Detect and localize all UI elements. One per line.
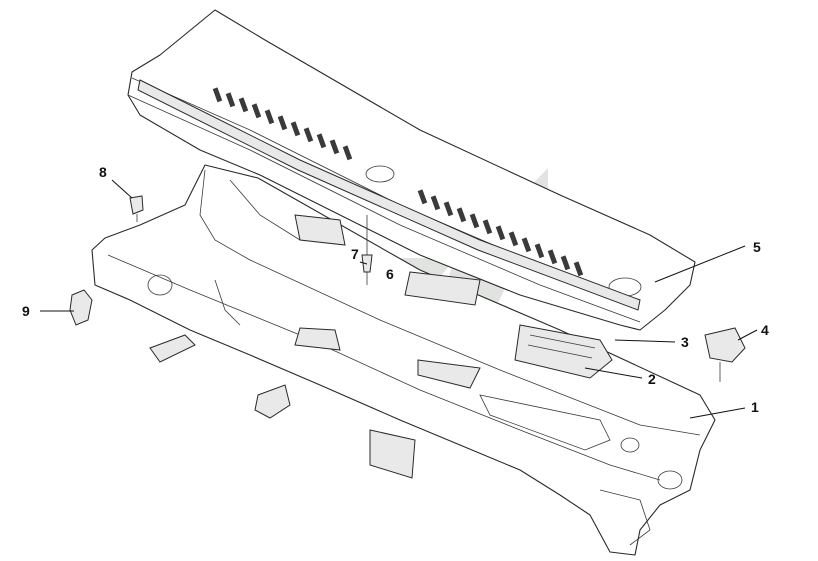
callout-4: 4 — [761, 322, 769, 338]
leader-3 — [614, 339, 676, 343]
leader-1 — [689, 407, 746, 419]
leader-8 — [111, 179, 133, 199]
callout-1: 1 — [751, 399, 759, 415]
callout-2: 2 — [648, 371, 656, 387]
leader-5 — [654, 245, 746, 283]
callout-7: 7 — [351, 246, 359, 262]
grille-slots — [212, 87, 584, 277]
leader-2 — [584, 367, 643, 379]
leader-7 — [359, 261, 368, 265]
bolt — [129, 195, 144, 222]
callout-8: 8 — [99, 164, 107, 180]
cowl-lower-panel — [91, 164, 716, 556]
side-bracket — [69, 289, 93, 326]
seal-strip — [137, 79, 641, 311]
callout-leaders — [40, 179, 758, 419]
upper-cowl-grille — [127, 9, 696, 331]
callout-5: 5 — [753, 239, 761, 255]
filter-panels — [294, 214, 481, 306]
callout-6: 6 — [386, 266, 394, 282]
side-clip — [704, 327, 746, 382]
lower-brackets — [149, 327, 481, 479]
callout-labels: 1 2 3 4 5 6 7 8 9 — [22, 164, 769, 415]
callout-3: 3 — [681, 334, 689, 350]
callout-9: 9 — [22, 303, 30, 319]
leader-4 — [737, 329, 758, 341]
center-bracket — [514, 324, 613, 379]
